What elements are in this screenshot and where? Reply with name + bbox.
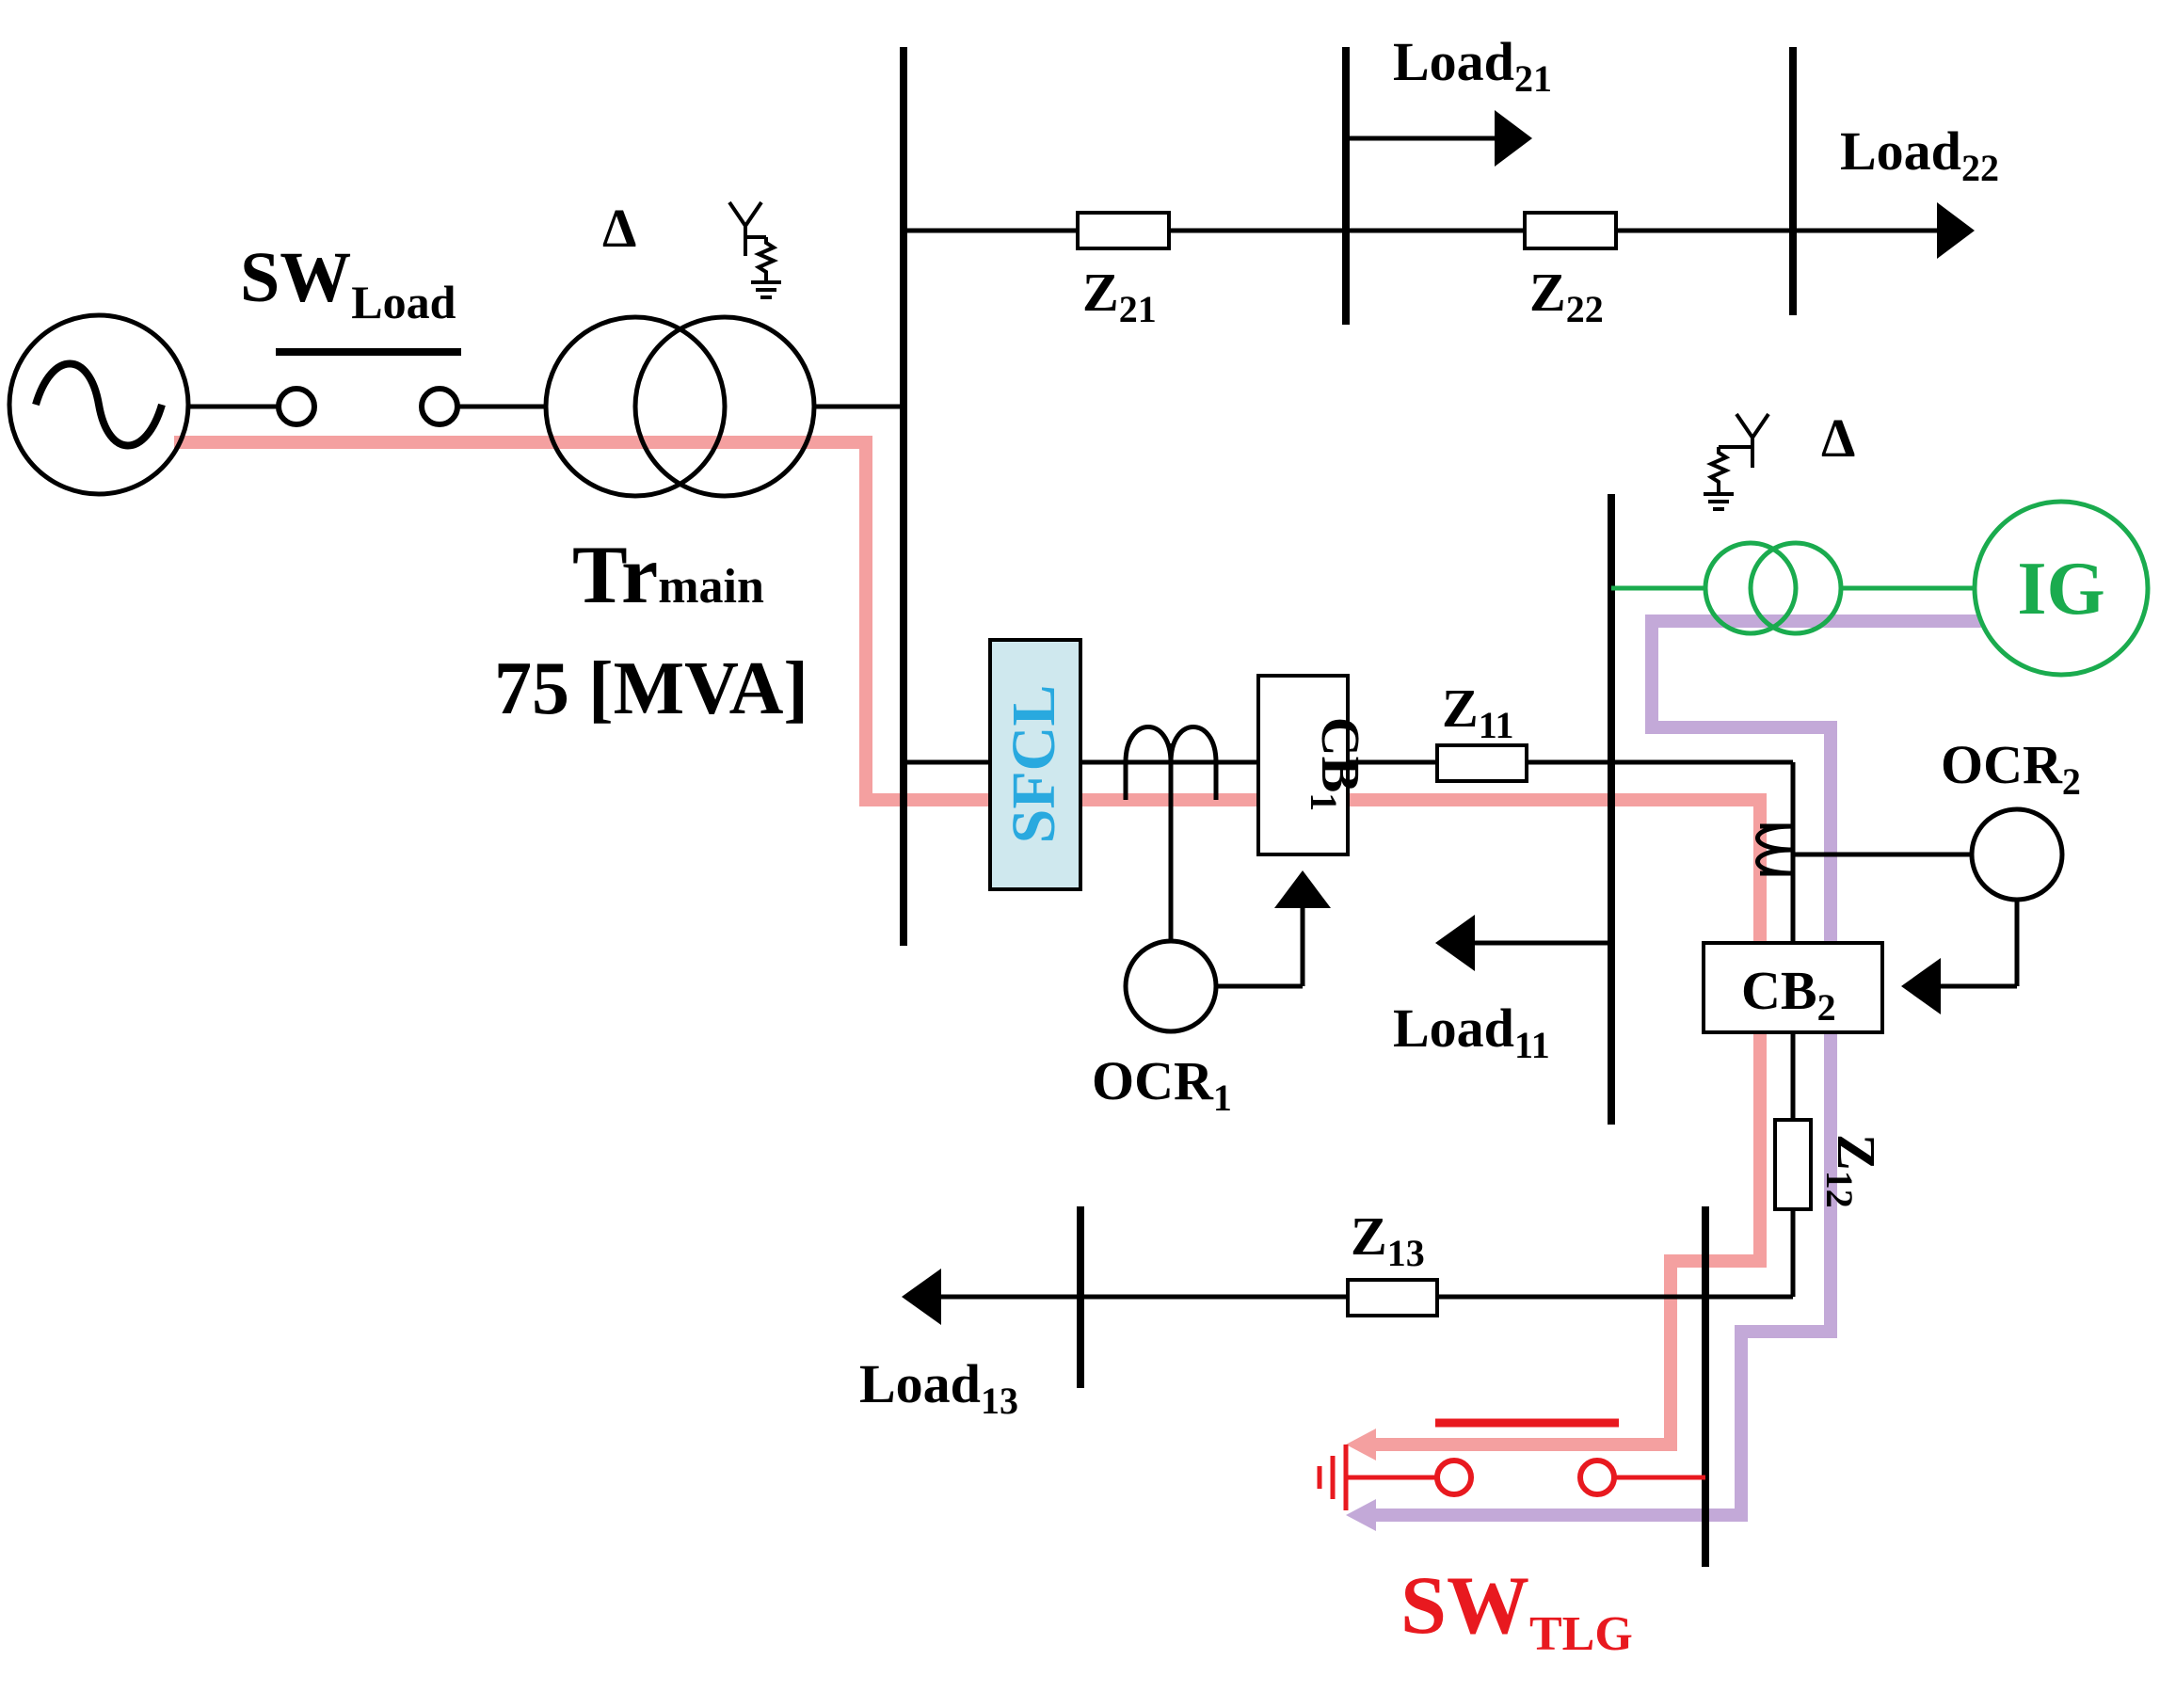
ocr2-label: OCR2 [1941, 734, 2081, 803]
load21-label: Load21 [1393, 31, 1552, 100]
z11-label: Z11 [1442, 678, 1513, 746]
sw-tlg-label: SWTLG [1400, 1560, 1633, 1661]
tr-main-rating: 75 [MVA] [494, 647, 808, 730]
delta-symbol-ig-tr: Δ [1821, 407, 1855, 469]
ocr1-trip-arrowhead [1274, 870, 1331, 908]
circuit-breaker-cb1 [1256, 674, 1350, 856]
sfcl-box [988, 638, 1082, 891]
current-transformer-ct2 [1755, 823, 1794, 876]
ocr1-relay [1123, 938, 1219, 1034]
main-transformer [543, 314, 817, 499]
cb2-label: CB2 [1741, 960, 1836, 1029]
wye-grounded-symbol-ig-tr [1704, 412, 1770, 511]
circuit-breaker-cb2 [1702, 941, 1884, 1034]
z12-label: Z12 [1818, 1134, 1887, 1208]
fault-path-grid-arrowhead [1346, 1429, 1376, 1461]
sw-tlg-switch [1346, 1418, 1705, 1497]
load22-label: Load22 [1840, 120, 1999, 189]
induction-generator [1972, 499, 2151, 678]
sfcl-label: SFCL [1000, 685, 1068, 844]
load11-label: Load11 [1393, 998, 1550, 1066]
ground-symbol-fault [1317, 1445, 1349, 1510]
fault-path-ig-arrowhead [1346, 1499, 1376, 1531]
load13-label: Load13 [859, 1353, 1018, 1422]
load11-arrowhead [1435, 915, 1475, 971]
ig-label: IG [2017, 548, 2104, 631]
impedance-z13 [1346, 1278, 1439, 1317]
load13-arrowhead [902, 1269, 941, 1325]
z21-label: Z21 [1082, 262, 1157, 330]
sw-load-label: SWLoad [240, 238, 456, 328]
impedance-z11 [1435, 743, 1528, 783]
ac-source [7, 312, 191, 497]
wye-grounded-symbol-tr-main [728, 200, 781, 299]
z13-label: Z13 [1351, 1205, 1425, 1274]
tr-main-label: Trmain [572, 530, 764, 621]
z22-label: Z22 [1529, 262, 1604, 330]
ocr1-label: OCR1 [1092, 1050, 1232, 1119]
impedance-z12 [1773, 1118, 1813, 1211]
ocr2-relay [1969, 806, 2065, 902]
sine-wave-icon [32, 359, 166, 450]
delta-symbol-tr-main: Δ [602, 198, 636, 259]
impedance-z21 [1076, 211, 1171, 250]
ocr2-trip-arrowhead [1901, 958, 1941, 1014]
load22-arrowhead [1937, 202, 1975, 259]
sw-load-switch [276, 348, 461, 427]
cb1-label: CB1 [1303, 717, 1371, 812]
load21-arrowhead [1495, 110, 1532, 167]
impedance-z22 [1523, 211, 1618, 250]
